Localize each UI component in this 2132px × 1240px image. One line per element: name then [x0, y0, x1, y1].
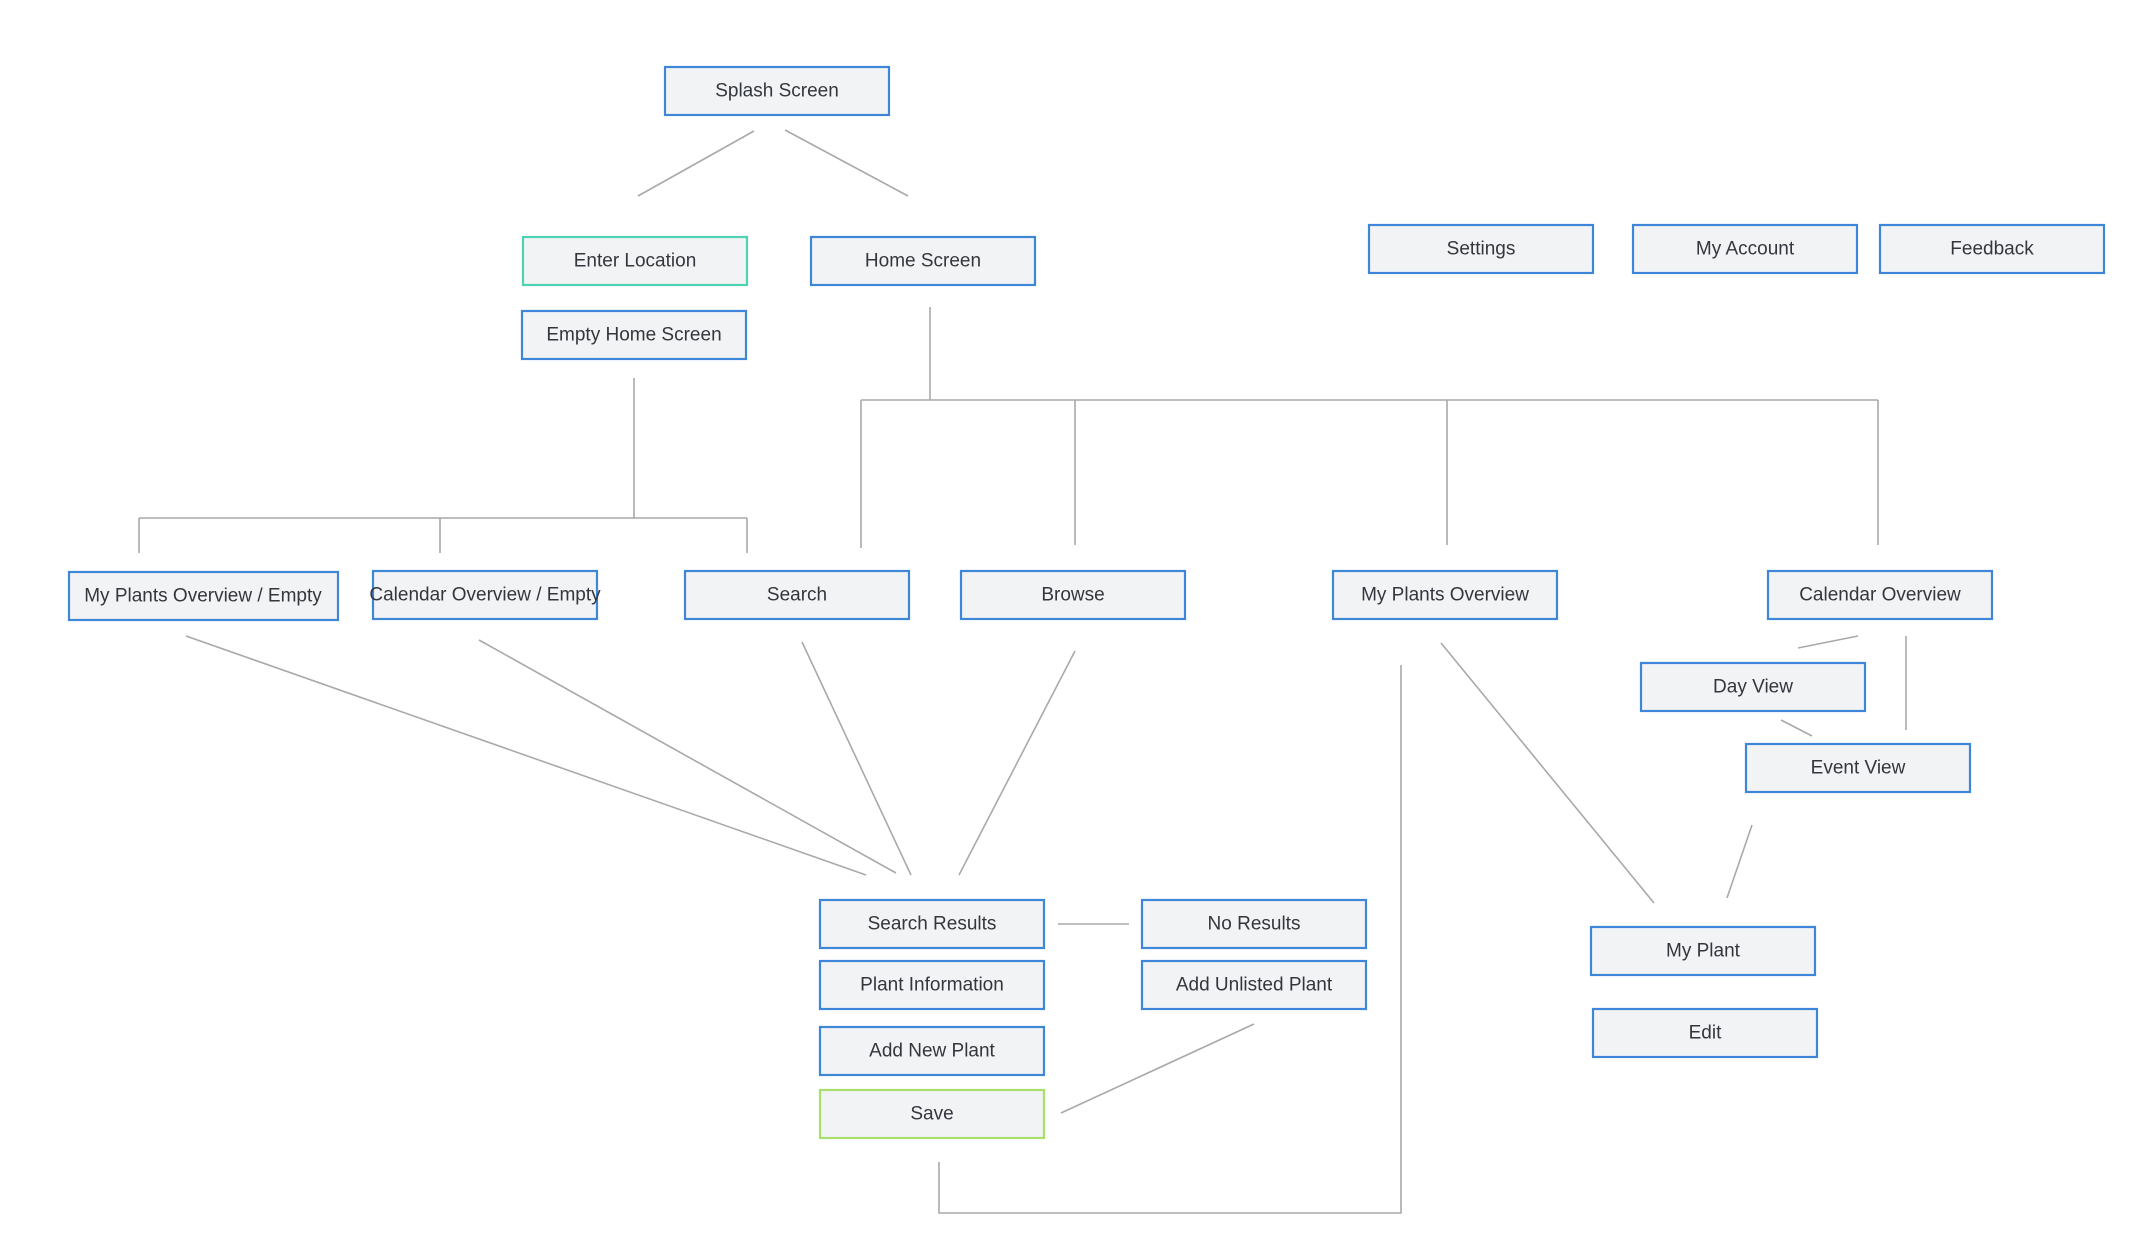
connector-search-to-results [801, 641, 912, 876]
node-day-view[interactable]: Day View [1639, 661, 1867, 713]
node-label: Empty Home Screen [546, 325, 721, 346]
node-my-account[interactable]: My Account [1631, 223, 1859, 275]
node-empty-home-screen[interactable]: Empty Home Screen [520, 309, 748, 361]
node-browse[interactable]: Browse [959, 569, 1187, 621]
node-splash-screen[interactable]: Splash Screen [663, 65, 891, 117]
connector-my-plants-empty-to-results [185, 635, 867, 876]
node-label: My Plants Overview [1361, 585, 1529, 606]
node-label: Add Unlisted Plant [1176, 975, 1333, 996]
node-no-results[interactable]: No Results [1140, 898, 1368, 950]
node-label: Event View [1811, 758, 1906, 779]
connector-event-view-to-my-plant [1726, 824, 1753, 899]
node-add-new-plant[interactable]: Add New Plant [818, 1025, 1046, 1077]
node-add-unlisted-plant[interactable]: Add Unlisted Plant [1140, 959, 1368, 1011]
node-label: Day View [1713, 677, 1793, 698]
node-home-screen[interactable]: Home Screen [809, 235, 1037, 287]
node-label: My Account [1696, 239, 1795, 260]
node-label: Splash Screen [715, 81, 839, 102]
connector-day-view-to-event-view [1780, 719, 1813, 737]
node-my-plant[interactable]: My Plant [1589, 925, 1817, 977]
node-label: Edit [1689, 1023, 1722, 1044]
connector-splash-enter-location [637, 130, 755, 197]
node-label: Save [910, 1104, 953, 1125]
node-calendar-overview[interactable]: Calendar Overview [1766, 569, 1994, 621]
node-label: Search [767, 585, 827, 606]
node-label: My Plants Overview / Empty [84, 586, 322, 607]
connector-add-unlisted-to-save [1060, 1023, 1255, 1114]
connector-calendar-to-day-view [1797, 635, 1859, 649]
connector-my-plants-to-my-plant [1440, 642, 1655, 904]
node-label: Enter Location [574, 251, 697, 272]
node-label: Home Screen [865, 251, 981, 272]
node-label: Add New Plant [869, 1041, 995, 1062]
node-label: Calendar Overview [1799, 585, 1961, 606]
node-plant-information[interactable]: Plant Information [818, 959, 1046, 1011]
node-label: Calendar Overview / Empty [369, 585, 601, 606]
connector-calendar-empty-to-results [478, 639, 897, 874]
node-enter-location[interactable]: Enter Location [521, 235, 749, 287]
node-label: No Results [1208, 914, 1301, 935]
node-label: Search Results [868, 914, 997, 935]
node-calendar-overview-empty[interactable]: Calendar Overview / Empty [369, 569, 601, 621]
node-label: Feedback [1950, 239, 2034, 260]
node-label: Settings [1447, 239, 1516, 260]
node-search[interactable]: Search [683, 569, 911, 621]
node-event-view[interactable]: Event View [1744, 742, 1972, 794]
node-label: Plant Information [860, 975, 1004, 996]
connector-browse-to-results [958, 650, 1076, 876]
node-edit[interactable]: Edit [1591, 1007, 1819, 1059]
connector-save-to-my-plants [938, 665, 1402, 1214]
node-my-plants-overview[interactable]: My Plants Overview [1331, 569, 1559, 621]
node-search-results[interactable]: Search Results [818, 898, 1046, 950]
node-save[interactable]: Save [818, 1088, 1046, 1140]
node-label: My Plant [1666, 941, 1741, 962]
connector-splash-home-screen [784, 129, 909, 197]
node-label: Browse [1041, 585, 1104, 606]
connectors [138, 129, 1907, 1214]
node-settings[interactable]: Settings [1367, 223, 1595, 275]
node-feedback[interactable]: Feedback [1878, 223, 2106, 275]
node-my-plants-overview-empty[interactable]: My Plants Overview / Empty [67, 570, 340, 622]
